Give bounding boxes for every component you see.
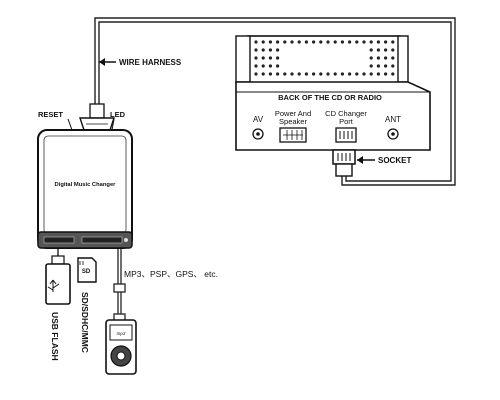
vent-hole xyxy=(362,40,366,44)
harness-plug-icon xyxy=(79,103,115,131)
vent-hole xyxy=(355,72,359,76)
vent-hole xyxy=(261,40,265,44)
vent-hole xyxy=(268,72,272,76)
vent-hole xyxy=(261,56,265,60)
vent-hole xyxy=(319,40,323,44)
device-name-label: Digital Music Changer xyxy=(55,182,117,188)
vent-hole xyxy=(276,48,280,52)
vent-hole xyxy=(369,72,373,76)
vent-hole xyxy=(254,64,258,68)
cd-port-label-1: CD Changer xyxy=(325,109,367,118)
vent-hole xyxy=(384,48,388,52)
socket-connector-icon xyxy=(332,149,356,177)
vent-hole xyxy=(376,40,380,44)
wire-harness-cable xyxy=(94,17,456,186)
vent-hole xyxy=(369,56,373,60)
vent-hole xyxy=(391,72,395,76)
vent-hole xyxy=(254,40,258,44)
wire-harness-arrow-icon xyxy=(99,58,116,66)
vent-hole xyxy=(283,40,287,44)
supported-devices-label: MP3、PSP、GPS、 etc. xyxy=(124,269,218,279)
vent-hole xyxy=(384,56,388,60)
vent-hole xyxy=(391,40,395,44)
vent-hole xyxy=(254,56,258,60)
radio-back-unit: BACK OF THE CD OR RADIO AV Power And Spe… xyxy=(235,35,431,151)
vent-hole xyxy=(304,40,308,44)
wire-harness-label: WIRE HARNESS xyxy=(119,58,182,67)
socket-arrow-icon xyxy=(357,156,375,164)
vent-hole xyxy=(384,72,388,76)
digital-music-changer-device xyxy=(37,129,133,249)
vent-hole xyxy=(312,40,316,44)
vent-hole xyxy=(376,56,380,60)
reset-label: RESET xyxy=(38,110,63,119)
vent-hole xyxy=(391,56,395,60)
vent-hole xyxy=(268,56,272,60)
power-speaker-label-1: Power And xyxy=(275,109,311,118)
ant-label: ANT xyxy=(385,115,401,124)
vent-hole xyxy=(276,56,280,60)
vent-holes xyxy=(254,40,395,76)
usb-stick-icon xyxy=(45,255,71,305)
sd-card-icon: SD xyxy=(77,257,97,283)
vent-hole xyxy=(362,72,366,76)
vent-hole xyxy=(376,64,380,68)
vent-hole xyxy=(340,72,344,76)
vent-hole xyxy=(268,48,272,52)
vent-hole xyxy=(268,64,272,68)
vent-hole xyxy=(384,64,388,68)
vent-hole xyxy=(254,72,258,76)
vent-hole xyxy=(376,48,380,52)
vent-hole xyxy=(276,64,280,68)
svg-text:mp3: mp3 xyxy=(117,331,126,336)
vent-hole xyxy=(261,72,265,76)
vent-hole xyxy=(304,72,308,76)
vent-hole xyxy=(297,72,301,76)
vent-hole xyxy=(326,40,330,44)
vent-hole xyxy=(333,72,337,76)
vent-hole xyxy=(369,40,373,44)
vent-hole xyxy=(348,72,352,76)
vent-hole xyxy=(348,40,352,44)
power-speaker-label-2: Speaker xyxy=(279,117,307,126)
vent-hole xyxy=(384,40,388,44)
vent-hole xyxy=(319,72,323,76)
sd-card-label: SD/SDHC/MMC xyxy=(80,292,90,353)
back-of-unit-label: BACK OF THE CD OR RADIO xyxy=(278,93,382,102)
vent-hole xyxy=(333,40,337,44)
vent-hole xyxy=(268,40,272,44)
vent-hole xyxy=(369,48,373,52)
av-label: AV xyxy=(253,115,264,124)
cd-port-label-2: Port xyxy=(339,117,354,126)
vent-hole xyxy=(290,40,294,44)
svg-text:SD: SD xyxy=(82,269,91,275)
power-speaker-port-icon xyxy=(279,127,307,143)
vent-hole xyxy=(283,72,287,76)
vent-hole xyxy=(376,72,380,76)
vent-hole xyxy=(261,64,265,68)
vent-hole xyxy=(326,72,330,76)
vent-hole xyxy=(369,64,373,68)
usb-flash-label: USB FLASH xyxy=(50,312,60,361)
vent-hole xyxy=(276,40,280,44)
mp3-player-icon: mp3 xyxy=(105,319,137,375)
vent-hole xyxy=(297,40,301,44)
vent-hole xyxy=(312,72,316,76)
vent-hole xyxy=(276,72,280,76)
vent-hole xyxy=(261,48,265,52)
vent-hole xyxy=(340,40,344,44)
cd-changer-port-icon xyxy=(335,127,357,143)
led-label: LED xyxy=(110,110,126,119)
vent-hole xyxy=(391,48,395,52)
vent-hole xyxy=(391,64,395,68)
vent-hole xyxy=(290,72,294,76)
socket-label: SOCKET xyxy=(378,156,411,165)
vent-hole xyxy=(355,40,359,44)
vent-hole xyxy=(254,48,258,52)
